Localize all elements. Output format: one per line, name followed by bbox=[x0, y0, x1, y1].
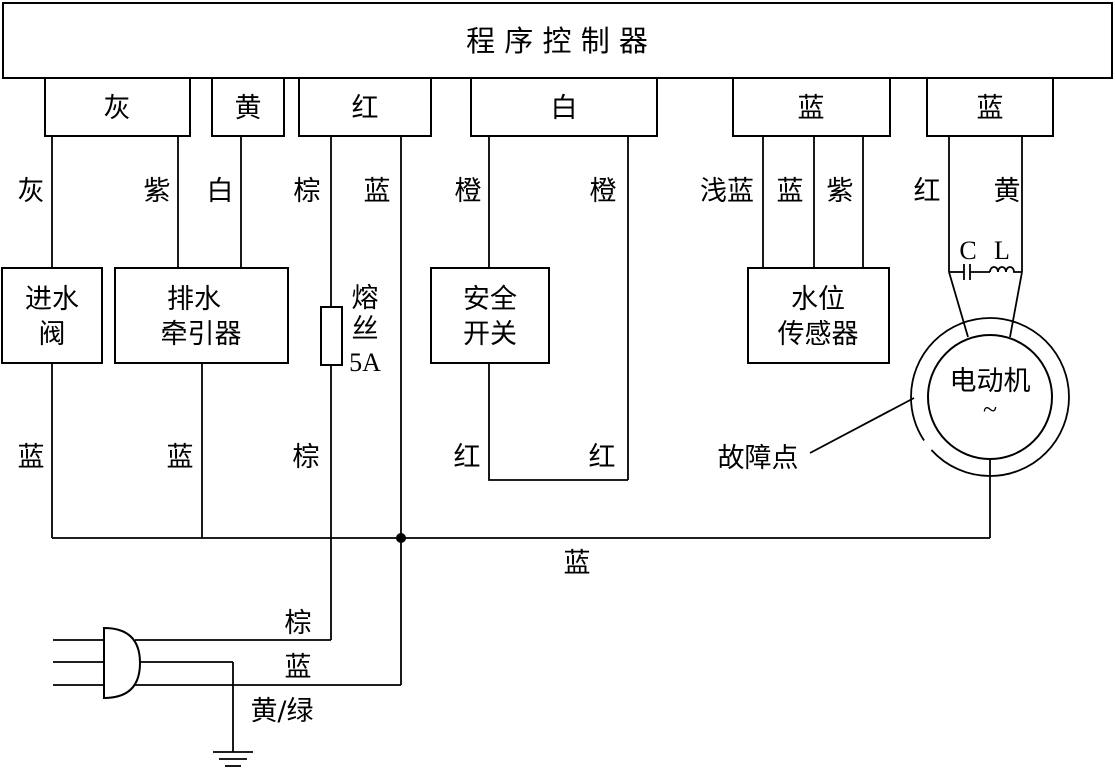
safety-switch-box bbox=[430, 267, 550, 364]
terminal-gray-label: 灰 bbox=[104, 93, 131, 124]
program-controller-label: 程 序 控 制 器 bbox=[466, 24, 648, 58]
label-plug-ground: 黄/绿 bbox=[250, 696, 313, 727]
terminal-blue-motor-box bbox=[926, 77, 1054, 137]
inlet-valve-label-2: 阀 bbox=[39, 319, 66, 350]
inlet-valve-label-1: 进水 bbox=[25, 284, 79, 315]
label-inlet-blue: 蓝 bbox=[18, 442, 45, 473]
terminal-red-label: 红 bbox=[352, 93, 379, 124]
inlet-valve-box bbox=[1, 267, 103, 364]
label-blue-top: 蓝 bbox=[364, 176, 391, 207]
label-switch-red-left: 红 bbox=[454, 442, 481, 473]
water-level-sensor-box bbox=[747, 267, 890, 364]
label-bus-blue: 蓝 bbox=[564, 548, 591, 579]
fuse-symbol bbox=[320, 306, 343, 366]
label-orange-left: 橙 bbox=[455, 176, 482, 207]
label-gray-top: 灰 bbox=[18, 176, 45, 207]
label-sensor-purple: 紫 bbox=[827, 176, 854, 207]
terminal-blue-sensor-box bbox=[732, 77, 891, 137]
plug-body bbox=[103, 626, 142, 700]
wire-safety-loop bbox=[488, 363, 628, 481]
label-purple-top: 紫 bbox=[144, 176, 171, 207]
terminal-yellow-box bbox=[211, 77, 285, 137]
wire-motor-yellow-lower bbox=[1009, 271, 1023, 338]
capacitor-label: C bbox=[959, 236, 976, 265]
label-switch-red-right: 红 bbox=[589, 442, 616, 473]
terminal-blue-sensor-label: 蓝 bbox=[798, 93, 825, 124]
inductor-label: L bbox=[994, 236, 1010, 265]
label-white-top: 白 bbox=[207, 176, 234, 207]
program-controller-box bbox=[2, 2, 1113, 79]
label-plug-brown: 棕 bbox=[285, 608, 312, 639]
fault-point-label: 故障点 bbox=[718, 443, 799, 474]
terminal-gray-box bbox=[44, 77, 191, 137]
label-motor-red: 红 bbox=[914, 176, 941, 207]
terminal-yellow-label: 黄 bbox=[235, 93, 262, 124]
wire-motor-red-lower bbox=[948, 271, 969, 338]
water-level-sensor-label-2: 传感器 bbox=[778, 319, 859, 350]
terminal-red-box bbox=[298, 77, 432, 137]
label-sensor-blue: 蓝 bbox=[777, 176, 804, 207]
label-light-blue: 浅蓝 bbox=[700, 176, 754, 207]
label-plug-blue: 蓝 bbox=[285, 652, 312, 683]
terminal-white-box bbox=[470, 77, 658, 137]
fuse-label-2: 丝 bbox=[352, 314, 379, 345]
safety-switch-label-2: 开关 bbox=[463, 319, 517, 350]
fuse-label-3: 5A bbox=[349, 348, 381, 377]
label-orange-right: 橙 bbox=[590, 176, 617, 207]
motor-label: 电动机 bbox=[950, 366, 1031, 397]
water-level-sensor-label-1: 水位 bbox=[791, 284, 845, 315]
terminal-white-label: 白 bbox=[551, 93, 578, 124]
fuse-label-1: 熔 bbox=[352, 283, 379, 314]
label-brown-top: 棕 bbox=[294, 176, 321, 207]
label-motor-yellow: 黄 bbox=[994, 176, 1021, 207]
terminal-blue-motor-label: 蓝 bbox=[977, 93, 1004, 124]
fault-point-pointer bbox=[809, 397, 915, 454]
label-drain-blue: 蓝 bbox=[167, 442, 194, 473]
motor-ac-symbol: ~ bbox=[983, 395, 997, 424]
safety-switch-label-1: 安全 bbox=[463, 284, 517, 315]
label-brown-mid: 棕 bbox=[293, 442, 320, 473]
drain-tractor-label-2: 牵引器 bbox=[161, 319, 242, 350]
junction-dot bbox=[396, 533, 406, 543]
drain-tractor-label-1: 排水 bbox=[167, 284, 221, 315]
drain-tractor-box bbox=[114, 267, 289, 364]
inductor-coil bbox=[989, 266, 1022, 273]
